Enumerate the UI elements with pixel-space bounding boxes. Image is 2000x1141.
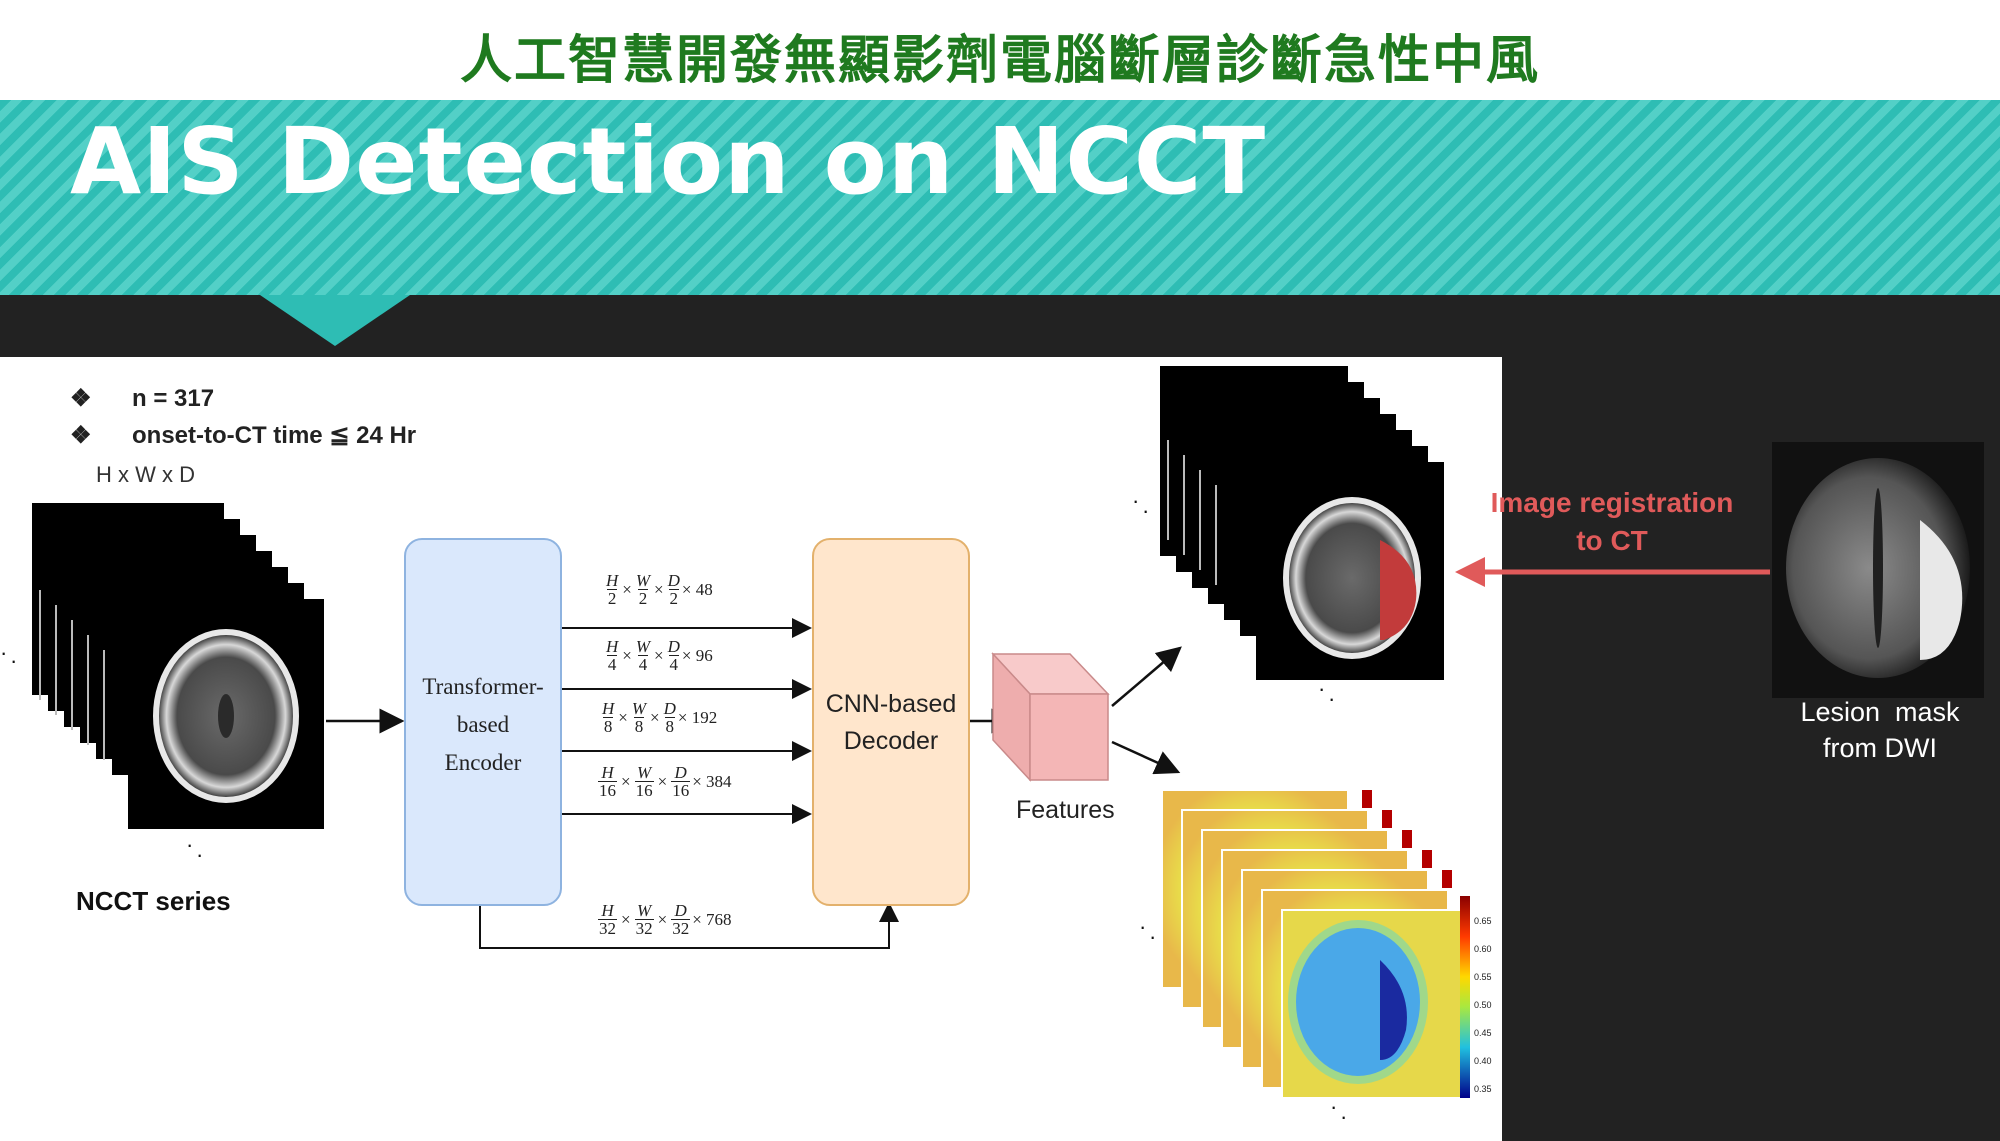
arrow-to-heatmap [1111,740,1181,775]
stack-dots: · [196,842,203,867]
chinese-title: 人工智慧開發無顯影劑電腦斷層診斷急性中風 [459,31,1540,91]
bullet-n: ❖ n = 317 [70,384,214,413]
features-label: Features [1016,796,1115,824]
stack-dots: · [1142,498,1149,523]
lesion-mask-label: Lesion mask from DWI [1760,694,2000,766]
input-dim-label: H x W x D [96,462,195,487]
stack-dots: · [1318,676,1325,701]
decoder-line: CNN-based [825,690,957,718]
lesion-line: Lesion mask [1800,697,1960,727]
arrow-to-segmentation [1111,646,1182,707]
decoder-line: Decoder [843,727,939,755]
bullet-symbol-icon: ❖ [70,385,92,412]
stack-dots: · [1330,1094,1337,1119]
decoder-box [812,538,970,906]
lesion-line: from DWI [1823,733,1937,763]
colorbar-tick: 0.55 [1474,972,1492,982]
colorbar-tick: 0.45 [1474,1028,1492,1038]
encoder-line: Encoder [444,750,522,775]
stack-dots: · [1132,488,1139,513]
bullet-onset-text: onset-to-CT time ≦ 24 Hr [132,422,417,449]
encoder-line: based [456,712,510,737]
top-header [0,0,2000,100]
dwi-image [1772,442,1984,698]
stack-dots: · [186,832,193,857]
colorbar [1460,896,1470,1098]
stack-dots: · [0,640,7,665]
skip-arrow-5 [479,902,899,949]
registration-line: to CT [1576,525,1648,556]
ncct-series-label: NCCT series [76,886,231,916]
colorbar-ticks: 0.65 0.60 0.55 0.50 0.45 0.40 0.35 [1474,916,1492,1094]
stack-dots: · [1149,924,1156,949]
stack-dots: · [1139,914,1146,939]
registration-line: Image registration [1490,487,1734,518]
colorbar-tick: 0.40 [1474,1056,1492,1066]
title-banner [0,100,2000,295]
slide-title: AIS Detection on NCCT [70,108,1267,215]
bullet-n-text: n = 317 [132,385,215,412]
bullet-onset: ❖ onset-to-CT time ≦ 24 Hr [70,421,416,450]
bullet-symbol-icon: ❖ [70,422,92,449]
banner-notch [260,295,410,346]
colorbar-tick: 0.35 [1474,1084,1492,1094]
ncct-stack [32,503,324,829]
colorbar-tick: 0.60 [1474,944,1492,954]
heatmap-output-stack [1161,789,1470,1099]
decoder-label: CNN-based Decoder [812,686,970,760]
encoder-line: Transformer- [422,674,544,699]
feature-cube [991,652,1110,782]
colorbar-tick: 0.65 [1474,916,1492,926]
segmentation-output-stack [1160,366,1444,680]
colorbar-tick: 0.50 [1474,1000,1492,1010]
encoder-label: Transformer- based Encoder [404,668,562,782]
stack-dots: · [10,648,17,673]
stack-dots: · [1328,686,1335,711]
stack-dots: · [1340,1104,1347,1129]
encoder-box [404,538,562,906]
registration-label: Image registration to CT [1462,484,1762,560]
